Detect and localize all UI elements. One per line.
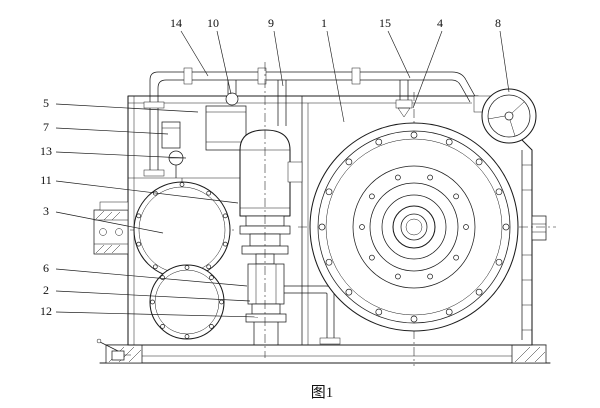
callout-labels: 14 10 9 1 15 4 8 5 7 13 11 3 6 2 12 xyxy=(40,16,501,318)
outer-bolt-circle xyxy=(318,131,510,323)
callout-12: 12 xyxy=(40,304,52,318)
callout-9: 9 xyxy=(268,16,274,30)
callout-11: 11 xyxy=(40,173,52,187)
leader-lines xyxy=(55,30,510,318)
oil-valve xyxy=(168,150,184,178)
callout-2: 2 xyxy=(43,283,49,297)
discharge-pipe xyxy=(284,285,341,345)
leader-9 xyxy=(273,30,284,87)
oil-filter-unit xyxy=(205,92,247,151)
handwheel xyxy=(473,88,537,144)
leader-12 xyxy=(55,311,259,318)
figure-caption: 图1 xyxy=(311,384,334,401)
drain-cock xyxy=(96,338,131,361)
foot-hatching xyxy=(108,346,546,363)
callout-14: 14 xyxy=(170,16,182,30)
leader-3 xyxy=(55,211,164,234)
leader-11 xyxy=(55,180,239,204)
breather-cap xyxy=(395,99,413,118)
oil-pump xyxy=(245,263,341,345)
small-filter xyxy=(161,121,181,149)
mounting-bracket xyxy=(93,201,129,255)
callout-7: 7 xyxy=(43,120,49,134)
leader-4 xyxy=(412,30,443,109)
leader-7 xyxy=(55,127,169,135)
gear-housing xyxy=(127,95,547,346)
motor xyxy=(239,129,303,217)
callout-8: 8 xyxy=(495,16,501,30)
callout-15: 15 xyxy=(379,16,391,30)
callout-4: 4 xyxy=(437,16,443,30)
callout-3: 3 xyxy=(43,204,49,218)
left-cover-lower xyxy=(149,264,225,340)
leader-13 xyxy=(55,151,187,159)
callout-1: 1 xyxy=(321,16,327,30)
leader-6 xyxy=(55,268,248,287)
leader-1 xyxy=(326,30,345,123)
base-frame xyxy=(99,344,551,364)
callout-6: 6 xyxy=(43,261,49,275)
callout-5: 5 xyxy=(43,96,49,110)
leader-10 xyxy=(216,30,232,95)
leader-2 xyxy=(55,290,251,302)
right-flange-edge xyxy=(521,150,532,340)
leader-15 xyxy=(387,30,411,79)
terminal-box xyxy=(287,161,303,183)
pipe-flange xyxy=(143,169,165,177)
piping xyxy=(143,67,477,177)
leader-8 xyxy=(499,30,510,93)
leader-5 xyxy=(55,103,199,113)
main-flange xyxy=(298,92,556,366)
output-shaft-stub xyxy=(531,215,547,241)
pipe-union xyxy=(183,67,193,85)
callout-10: 10 xyxy=(207,16,219,30)
cover-bolts xyxy=(150,265,224,339)
inner-bolt-circle xyxy=(359,174,469,280)
callout-13: 13 xyxy=(40,144,52,158)
pipe-flange xyxy=(143,101,165,109)
pressure-gauge xyxy=(225,92,239,106)
pipe-union xyxy=(257,67,267,85)
leader-14 xyxy=(180,30,209,77)
pipe-union xyxy=(351,67,361,85)
